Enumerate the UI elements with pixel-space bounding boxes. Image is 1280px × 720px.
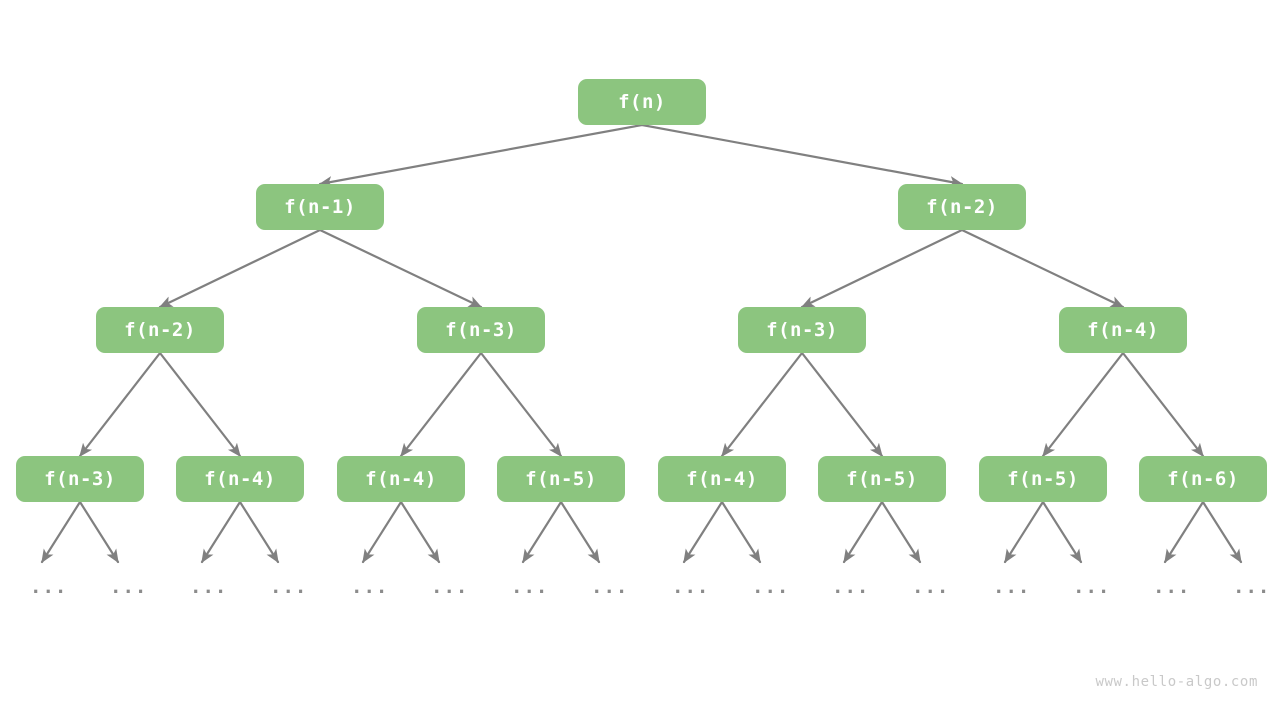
tree-node[interactable]: f(n-5) <box>818 456 946 502</box>
leaf-edge <box>1163 500 1205 564</box>
tree-edge <box>479 351 563 458</box>
tree-edge <box>158 228 322 309</box>
leaf-edge <box>559 500 601 564</box>
tree-edge <box>158 351 242 458</box>
tree-edge <box>800 351 884 458</box>
ellipsis-marker: ... <box>832 576 870 598</box>
tree-edge <box>318 228 483 309</box>
leaf-edge <box>399 500 441 564</box>
ellipsis-marker: ... <box>431 576 469 598</box>
tree-node[interactable]: f(n-2) <box>96 307 224 353</box>
leaf-edge <box>1201 500 1243 564</box>
ellipsis-marker: ... <box>110 576 148 598</box>
ellipsis-marker: ... <box>190 576 228 598</box>
ellipsis-marker: ... <box>511 576 549 598</box>
leaf-edge <box>521 500 563 564</box>
tree-edge <box>1041 351 1125 458</box>
tree-edge <box>720 351 804 458</box>
tree-edge <box>800 228 964 309</box>
tree-edges <box>78 123 1205 458</box>
ellipsis-marker: ... <box>912 576 950 598</box>
ellipsis-marker: ... <box>752 576 790 598</box>
tree-node[interactable]: f(n-2) <box>898 184 1026 230</box>
leaf-edge <box>842 500 884 564</box>
tree-node[interactable]: f(n-5) <box>979 456 1107 502</box>
tree-edge <box>1121 351 1205 458</box>
tree-node[interactable]: f(n-3) <box>417 307 545 353</box>
tree-node[interactable]: f(n-4) <box>337 456 465 502</box>
tree-node[interactable]: f(n-4) <box>176 456 304 502</box>
ellipsis-marker: ... <box>672 576 710 598</box>
tree-node[interactable]: f(n-1) <box>256 184 384 230</box>
ellipsis-marker: ... <box>351 576 389 598</box>
ellipsis-marker: ... <box>1073 576 1111 598</box>
tree-node[interactable]: f(n-5) <box>497 456 625 502</box>
tree-edge <box>640 123 964 188</box>
ellipsis-marker: ... <box>591 576 629 598</box>
tree-edge <box>960 228 1125 309</box>
ellipsis-marker: ... <box>270 576 308 598</box>
leaf-edge <box>880 500 922 564</box>
leaf-edge <box>1003 500 1045 564</box>
tree-edge <box>318 123 644 188</box>
ellipsis-marker: ... <box>993 576 1031 598</box>
leaf-edge <box>200 500 242 564</box>
tree-node[interactable]: f(n-3) <box>16 456 144 502</box>
leaf-edge <box>1041 500 1083 564</box>
leaf-edge <box>682 500 724 564</box>
tree-node[interactable]: f(n-4) <box>658 456 786 502</box>
ellipsis-marker: ... <box>1153 576 1191 598</box>
tree-node[interactable]: f(n-3) <box>738 307 866 353</box>
leaf-edge <box>720 500 762 564</box>
tree-node[interactable]: f(n-6) <box>1139 456 1267 502</box>
leaf-edge <box>238 500 280 564</box>
ellipsis-marker: ... <box>30 576 68 598</box>
tree-node[interactable]: f(n) <box>578 79 706 125</box>
leaf-edge <box>361 500 403 564</box>
leaf-edge <box>78 500 120 564</box>
leaf-edges <box>40 500 1243 564</box>
leaf-edge <box>40 500 82 564</box>
watermark: www.hello-algo.com <box>1095 674 1258 690</box>
tree-edge <box>78 351 162 458</box>
tree-node[interactable]: f(n-4) <box>1059 307 1187 353</box>
tree-edge <box>399 351 483 458</box>
ellipsis-marker: ... <box>1233 576 1271 598</box>
